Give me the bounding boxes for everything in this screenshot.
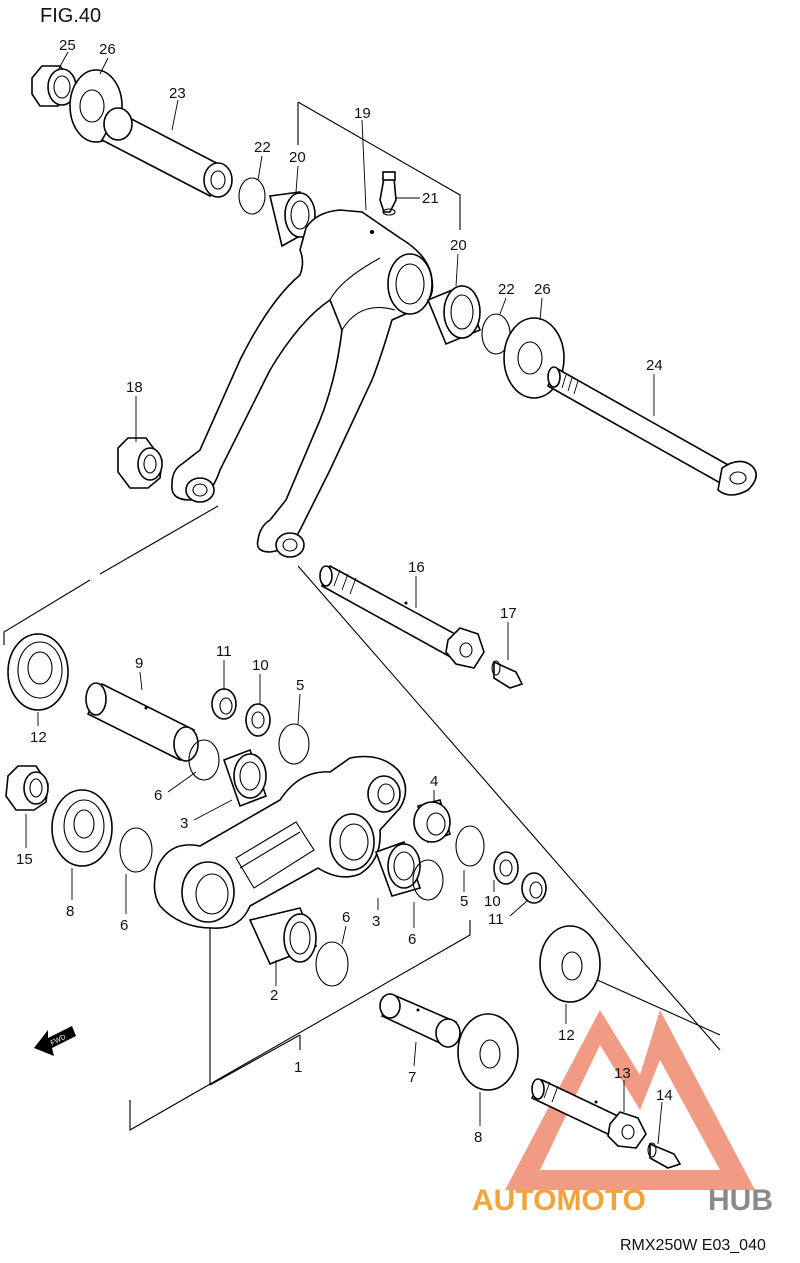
part-12-washer-left: [7, 633, 69, 711]
callout-20-right: 20: [450, 237, 467, 254]
part-16-bolt: [319, 564, 485, 669]
assembly-bracket-lines: [3, 101, 721, 1131]
part-20-bearing-right: [426, 284, 482, 346]
part-5-circlip-top: [278, 723, 310, 765]
callout-24: 24: [646, 357, 663, 374]
callout-6-a: 6: [154, 787, 162, 804]
callout-8-right: 8: [474, 1129, 482, 1146]
callout-17: 17: [500, 605, 517, 622]
callout-6-d: 6: [342, 909, 350, 926]
callout-16: 16: [408, 559, 425, 576]
part-18-nut: [117, 437, 163, 489]
callout-numbers: 25 26 23 19 22 20 21 20 22 26 24 18 16 1…: [16, 37, 673, 1146]
part-7-sleeve: [379, 993, 461, 1048]
part-6-circlip-a: [188, 739, 220, 781]
part-23-sleeve: [100, 107, 233, 198]
part-25-nut: [31, 65, 77, 107]
watermark-part2: HUB: [708, 1184, 773, 1217]
callout-1: 1: [294, 1059, 302, 1076]
callout-11-right: 11: [488, 911, 504, 928]
callout-10-top: 10: [252, 657, 269, 674]
callout-19: 19: [354, 105, 371, 122]
part-11-nut-right: [521, 872, 547, 904]
callout-6-b: 6: [120, 917, 128, 934]
part-24-bolt: [546, 366, 757, 496]
callout-25: 25: [59, 37, 76, 54]
part-8-washer-left: [51, 789, 113, 867]
fwd-arrow-icon: FWD: [34, 1026, 76, 1056]
part-6-circlip-c: [412, 859, 444, 901]
part-15-nut: [5, 765, 49, 811]
callout-26-right: 26: [534, 281, 551, 298]
part-1-connecting-rod: [153, 755, 407, 929]
part-13-bolt: [530, 1078, 647, 1149]
watermark-part1: AUTOMOTO: [472, 1184, 646, 1217]
callout-22-right: 22: [498, 281, 515, 298]
callout-22-left: 22: [254, 139, 271, 156]
callout-7: 7: [408, 1069, 416, 1086]
figure-title: FIG.40: [40, 5, 101, 27]
callout-8-left: 8: [66, 903, 74, 920]
part-4-bushing: [413, 799, 451, 844]
diagram-code: RMX250W E03_040: [620, 1237, 766, 1254]
part-22-circlip-left: [238, 177, 266, 215]
callout-18: 18: [126, 379, 143, 396]
callout-14: 14: [656, 1087, 673, 1104]
callout-3-right: 3: [372, 913, 380, 930]
leader-lines: [25, 51, 663, 1145]
part-6-circlip-b: [119, 827, 153, 873]
part-14-grease-nipple: [647, 1142, 682, 1169]
callout-26-top: 26: [99, 41, 116, 58]
callout-2: 2: [270, 987, 278, 1004]
callout-5-right: 5: [460, 893, 468, 910]
callout-9: 9: [135, 655, 143, 672]
callout-3-top: 3: [180, 815, 188, 832]
callout-10-right: 10: [484, 893, 501, 910]
part-10-washer-right: [493, 851, 519, 885]
part-3-bearing-top: [222, 748, 268, 808]
part-3-bearing-right: [374, 840, 422, 897]
callout-5-top: 5: [296, 677, 304, 694]
callout-20-left: 20: [289, 149, 306, 166]
callout-4: 4: [430, 773, 438, 790]
watermark-text: AUTOMOTO HUB: [472, 1184, 773, 1217]
part-19-cushion-lever: [171, 209, 434, 558]
callout-21: 21: [422, 190, 439, 207]
part-17-grease-nipple: [491, 660, 524, 689]
part-21-grease-nipple: [379, 171, 397, 216]
callout-6-c: 6: [408, 931, 416, 948]
callout-11-top: 11: [216, 643, 232, 660]
part-8-washer-right: [457, 1013, 519, 1091]
callout-23: 23: [169, 85, 186, 102]
part-6-circlip-d: [315, 941, 349, 987]
part-11-nut-top: [211, 688, 237, 720]
part-9-sleeve: [85, 682, 199, 762]
callout-12-right: 12: [558, 1027, 575, 1044]
part-10-washer-top: [245, 703, 271, 737]
callout-15: 15: [16, 851, 33, 868]
part-12-washer-right: [539, 925, 601, 1003]
callout-13: 13: [614, 1065, 631, 1082]
part-5-circlip-right: [455, 825, 485, 867]
part-2-bearing: [248, 907, 318, 966]
callout-12-left: 12: [30, 729, 47, 746]
